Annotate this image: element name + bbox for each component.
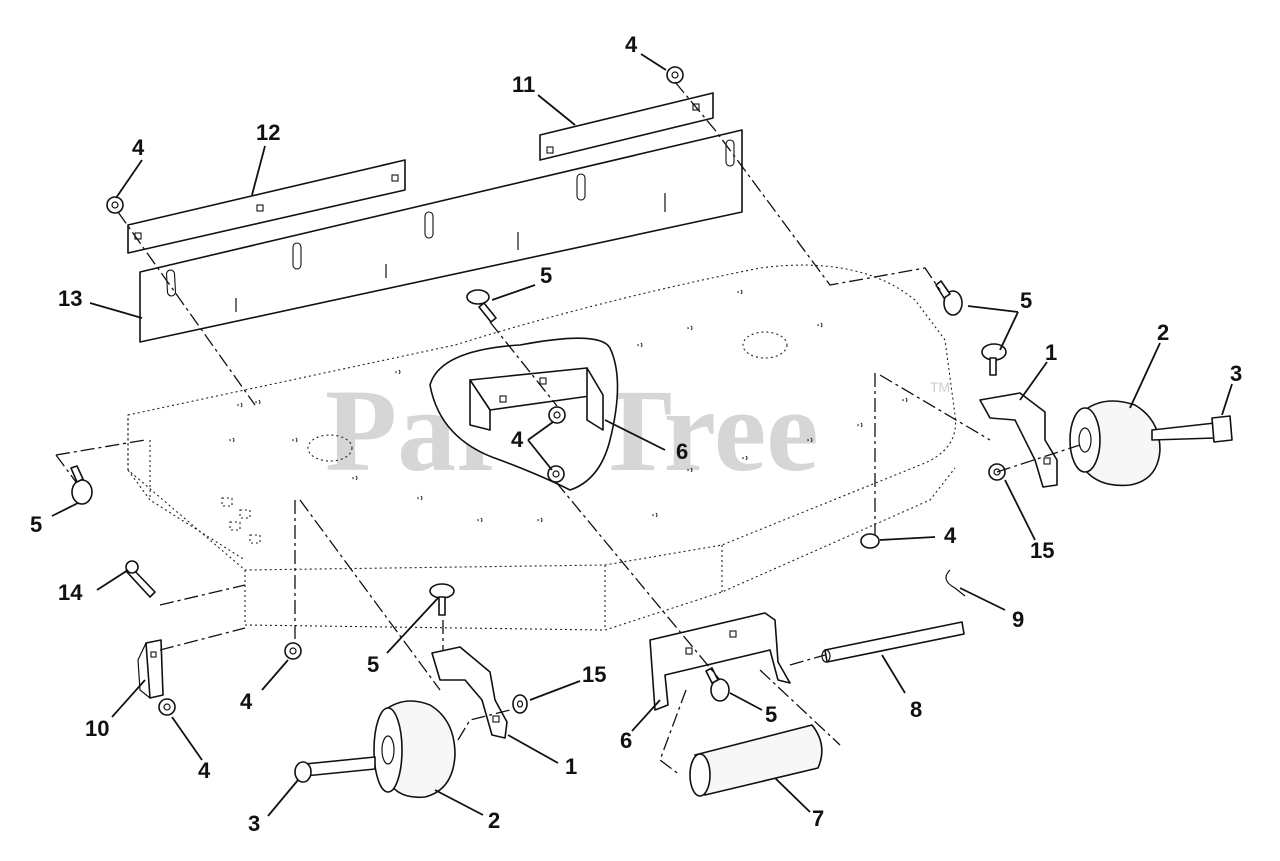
wheel-2-right bbox=[1069, 400, 1161, 487]
baffle-plate-13 bbox=[139, 129, 743, 343]
assembly-lines bbox=[55, 81, 1081, 776]
nut-4-lower-left bbox=[284, 642, 302, 660]
callout-15-lower: 15 bbox=[582, 662, 606, 687]
nut-4-bottom bbox=[158, 698, 176, 716]
bolt-5-left bbox=[70, 465, 93, 505]
mower-deck bbox=[127, 264, 957, 631]
callout-5-lower: 5 bbox=[367, 652, 379, 677]
callout-4-center: 4 bbox=[511, 427, 524, 452]
callout-3-lower: 3 bbox=[248, 811, 260, 836]
callout-5-left: 5 bbox=[30, 512, 42, 537]
callout-12: 12 bbox=[256, 120, 280, 145]
callout-5-right: 5 bbox=[1020, 288, 1032, 313]
bolt-5-lower bbox=[429, 583, 455, 616]
callout-1-right: 1 bbox=[1045, 340, 1057, 365]
callout-2-right: 2 bbox=[1157, 320, 1169, 345]
callout-6-lower: 6 bbox=[620, 728, 632, 753]
watermark-tm: TM bbox=[930, 379, 950, 395]
callout-4-left: 4 bbox=[132, 135, 145, 160]
callout-11: 11 bbox=[512, 72, 535, 97]
axle-bolt-3-right bbox=[1151, 415, 1233, 443]
roller-shaft-8 bbox=[821, 621, 965, 663]
callout-3-right: 3 bbox=[1230, 361, 1242, 386]
callout-15-right: 15 bbox=[1030, 538, 1054, 563]
callout-2-lower: 2 bbox=[488, 808, 500, 833]
callout-8: 8 bbox=[910, 697, 922, 722]
axle-bolt-3-left bbox=[294, 756, 376, 783]
center-bracket-6 bbox=[429, 337, 619, 491]
nut-4-right bbox=[860, 533, 880, 549]
nut-4-center-upper bbox=[548, 406, 566, 424]
callout-1-lower: 1 bbox=[565, 754, 577, 779]
callout-13: 13 bbox=[58, 286, 82, 311]
callout-6-center: 6 bbox=[676, 439, 688, 464]
bolt-14 bbox=[125, 560, 156, 598]
callout-4-lower-left: 4 bbox=[240, 689, 253, 714]
callout-labels: 4 11 12 4 13 5 5 1 2 3 4 6 15 4 5 14 9 4… bbox=[30, 32, 1242, 836]
callout-4-right: 4 bbox=[944, 523, 957, 548]
bolt-5-right-upper bbox=[935, 280, 963, 316]
bolt-5-right-lower bbox=[981, 343, 1007, 376]
leader-lines bbox=[51, 53, 1233, 817]
caster-bracket-1-right bbox=[979, 392, 1058, 488]
callout-14: 14 bbox=[58, 580, 83, 605]
nut-4-left bbox=[106, 196, 124, 214]
wheel-2-left bbox=[373, 700, 456, 799]
guard-plate-10 bbox=[137, 639, 164, 699]
callout-10: 10 bbox=[85, 716, 109, 741]
hairpin-clip-9 bbox=[945, 569, 966, 597]
callout-4-bottom: 4 bbox=[198, 758, 211, 783]
caster-bracket-1-left bbox=[431, 646, 508, 739]
callout-7: 7 bbox=[812, 806, 824, 831]
callout-4-top: 4 bbox=[625, 32, 638, 57]
callout-5-bottom: 5 bbox=[765, 702, 777, 727]
bolt-5-bottom bbox=[705, 667, 730, 702]
nut-4-top bbox=[666, 66, 684, 84]
callout-9: 9 bbox=[1012, 607, 1024, 632]
roller-7 bbox=[689, 724, 823, 797]
nut-15-lower bbox=[512, 694, 528, 714]
bolt-5-center bbox=[466, 289, 497, 323]
callout-5-center: 5 bbox=[540, 263, 552, 288]
